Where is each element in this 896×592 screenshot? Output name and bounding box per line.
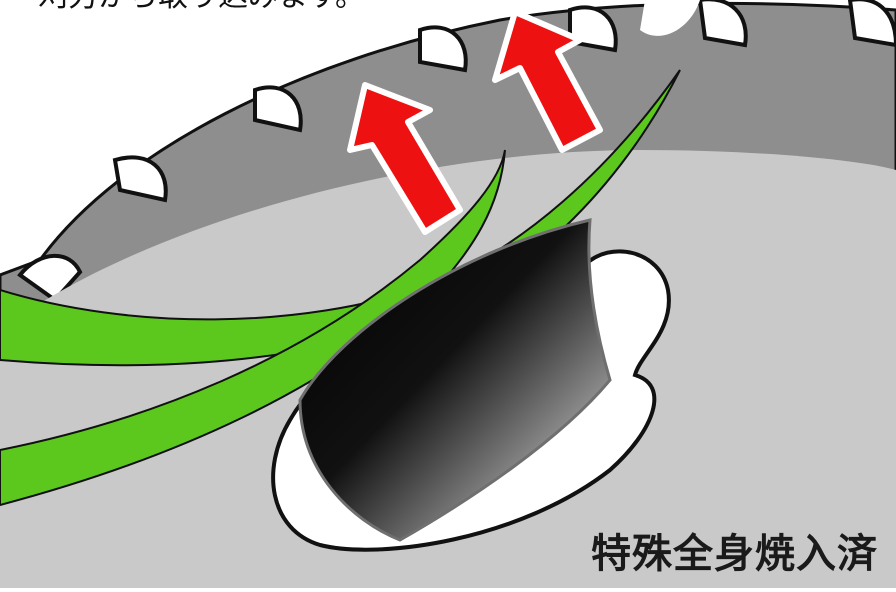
red-arrow-icon xyxy=(347,9,603,235)
bottom-caption: 特殊全身焼入済 xyxy=(591,531,878,577)
grass-blades-icon xyxy=(0,69,681,507)
blade-notch-icon xyxy=(271,218,671,552)
top-caption: 刈刃から取り込みます。 xyxy=(38,0,365,12)
